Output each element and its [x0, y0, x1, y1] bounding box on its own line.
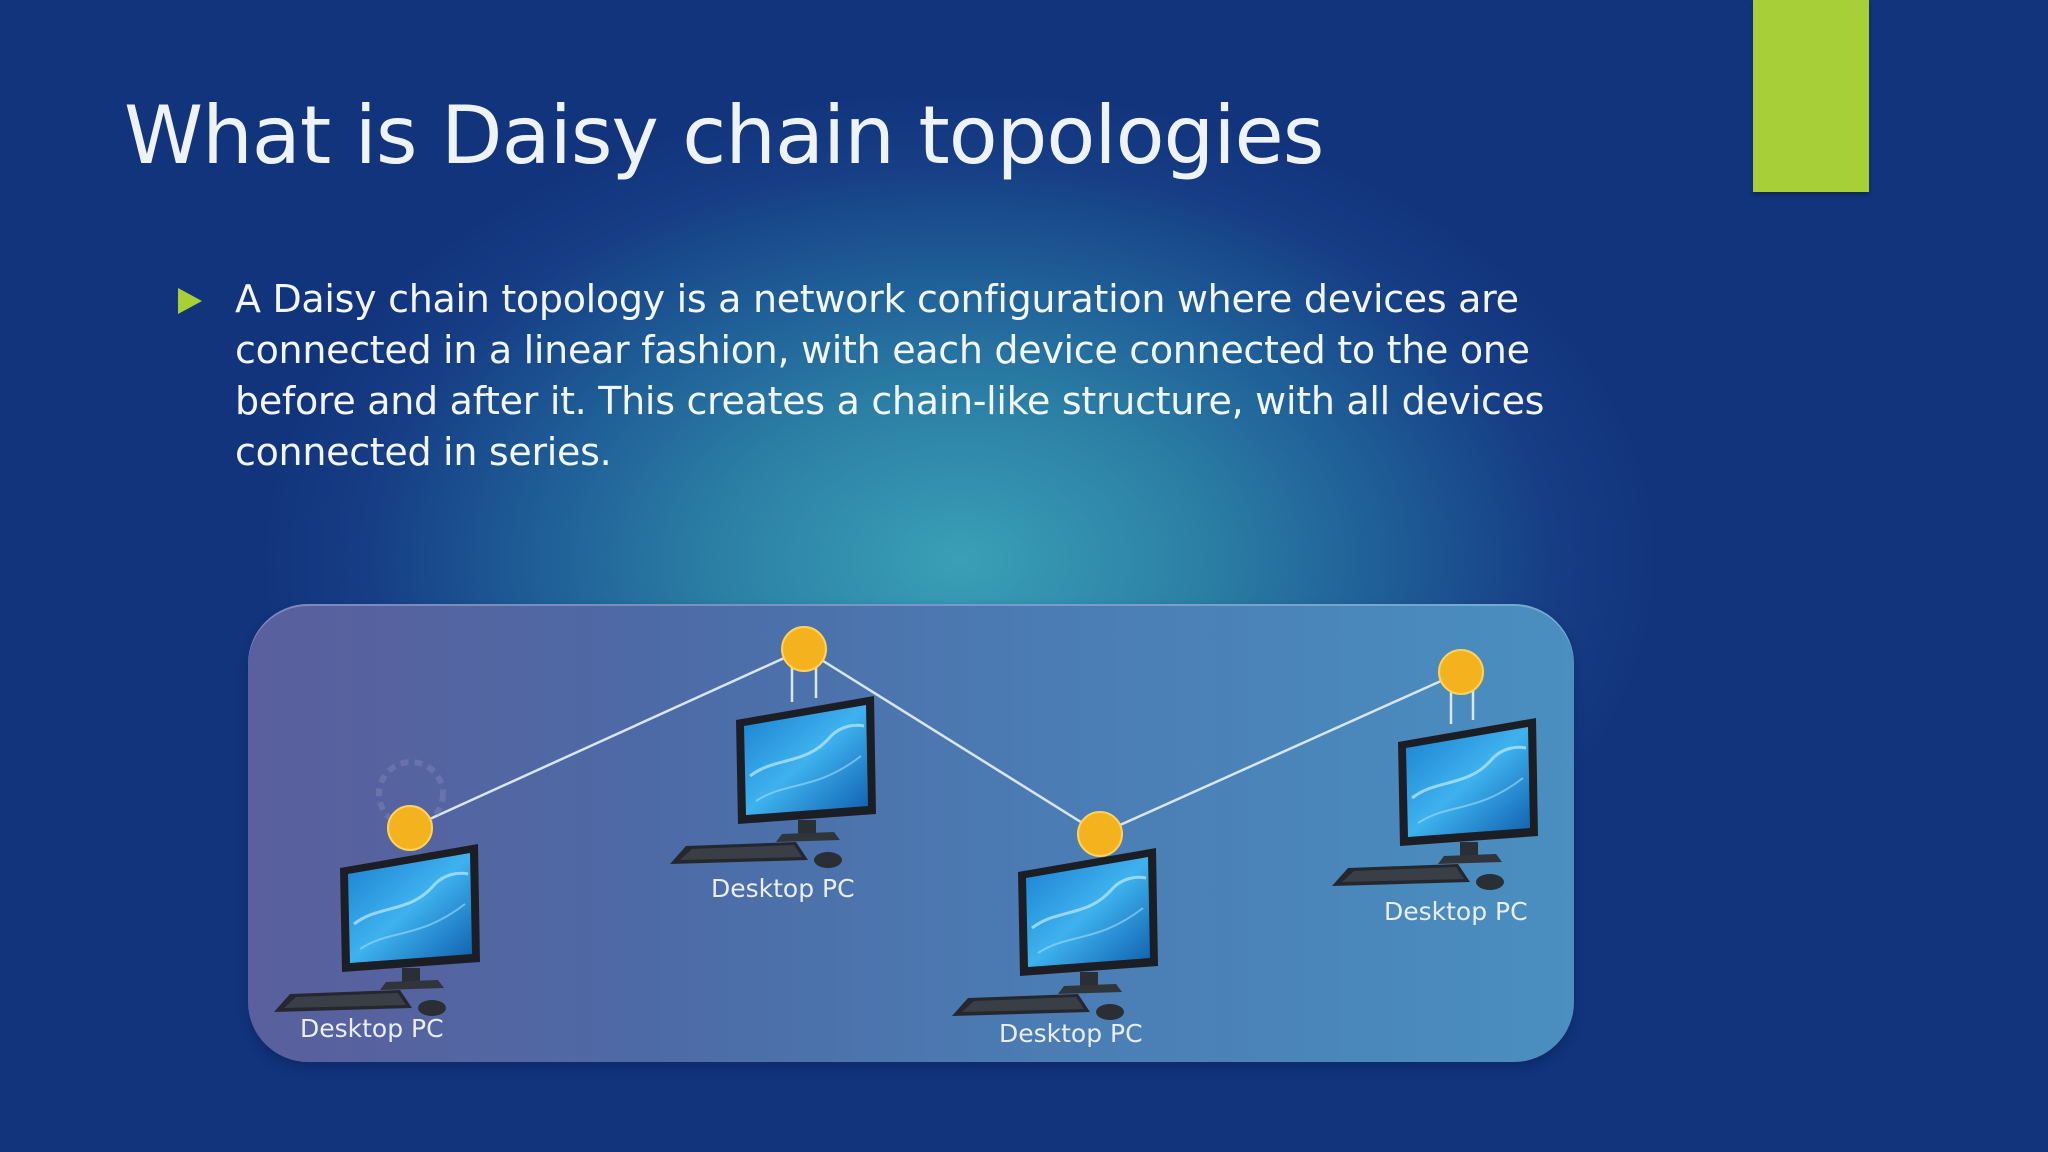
- link-2-3: [803, 647, 1101, 836]
- pc-node-4: [1330, 716, 1540, 892]
- pc-label-4: Desktop PC: [1384, 897, 1528, 926]
- pc-label-1: Desktop PC: [300, 1014, 444, 1043]
- node-dot-4: [1438, 649, 1484, 695]
- pc-node-1: [272, 842, 482, 1018]
- node-dot-1: [387, 805, 433, 851]
- link-1-2: [409, 647, 805, 830]
- pc-label-3: Desktop PC: [999, 1019, 1143, 1048]
- node-dot-2: [781, 626, 827, 672]
- pc-label-2: Desktop PC: [711, 874, 855, 903]
- triangle-bullet-icon: [178, 288, 202, 314]
- pc-node-2: [668, 694, 878, 870]
- bullet-text: A Daisy chain topology is a network conf…: [235, 277, 1545, 474]
- accent-bar: [1753, 0, 1869, 192]
- pc-node-3: [950, 846, 1160, 1022]
- gear-icon: [376, 759, 446, 829]
- link-3-4: [1099, 670, 1462, 836]
- slide-title: What is Daisy chain topologies: [124, 89, 1324, 182]
- connection-lines: [409, 647, 1475, 836]
- node-dot-3: [1077, 811, 1123, 857]
- daisy-chain-diagram: Desktop PC Desktop PC Desktop PC Desktop…: [248, 604, 1574, 1062]
